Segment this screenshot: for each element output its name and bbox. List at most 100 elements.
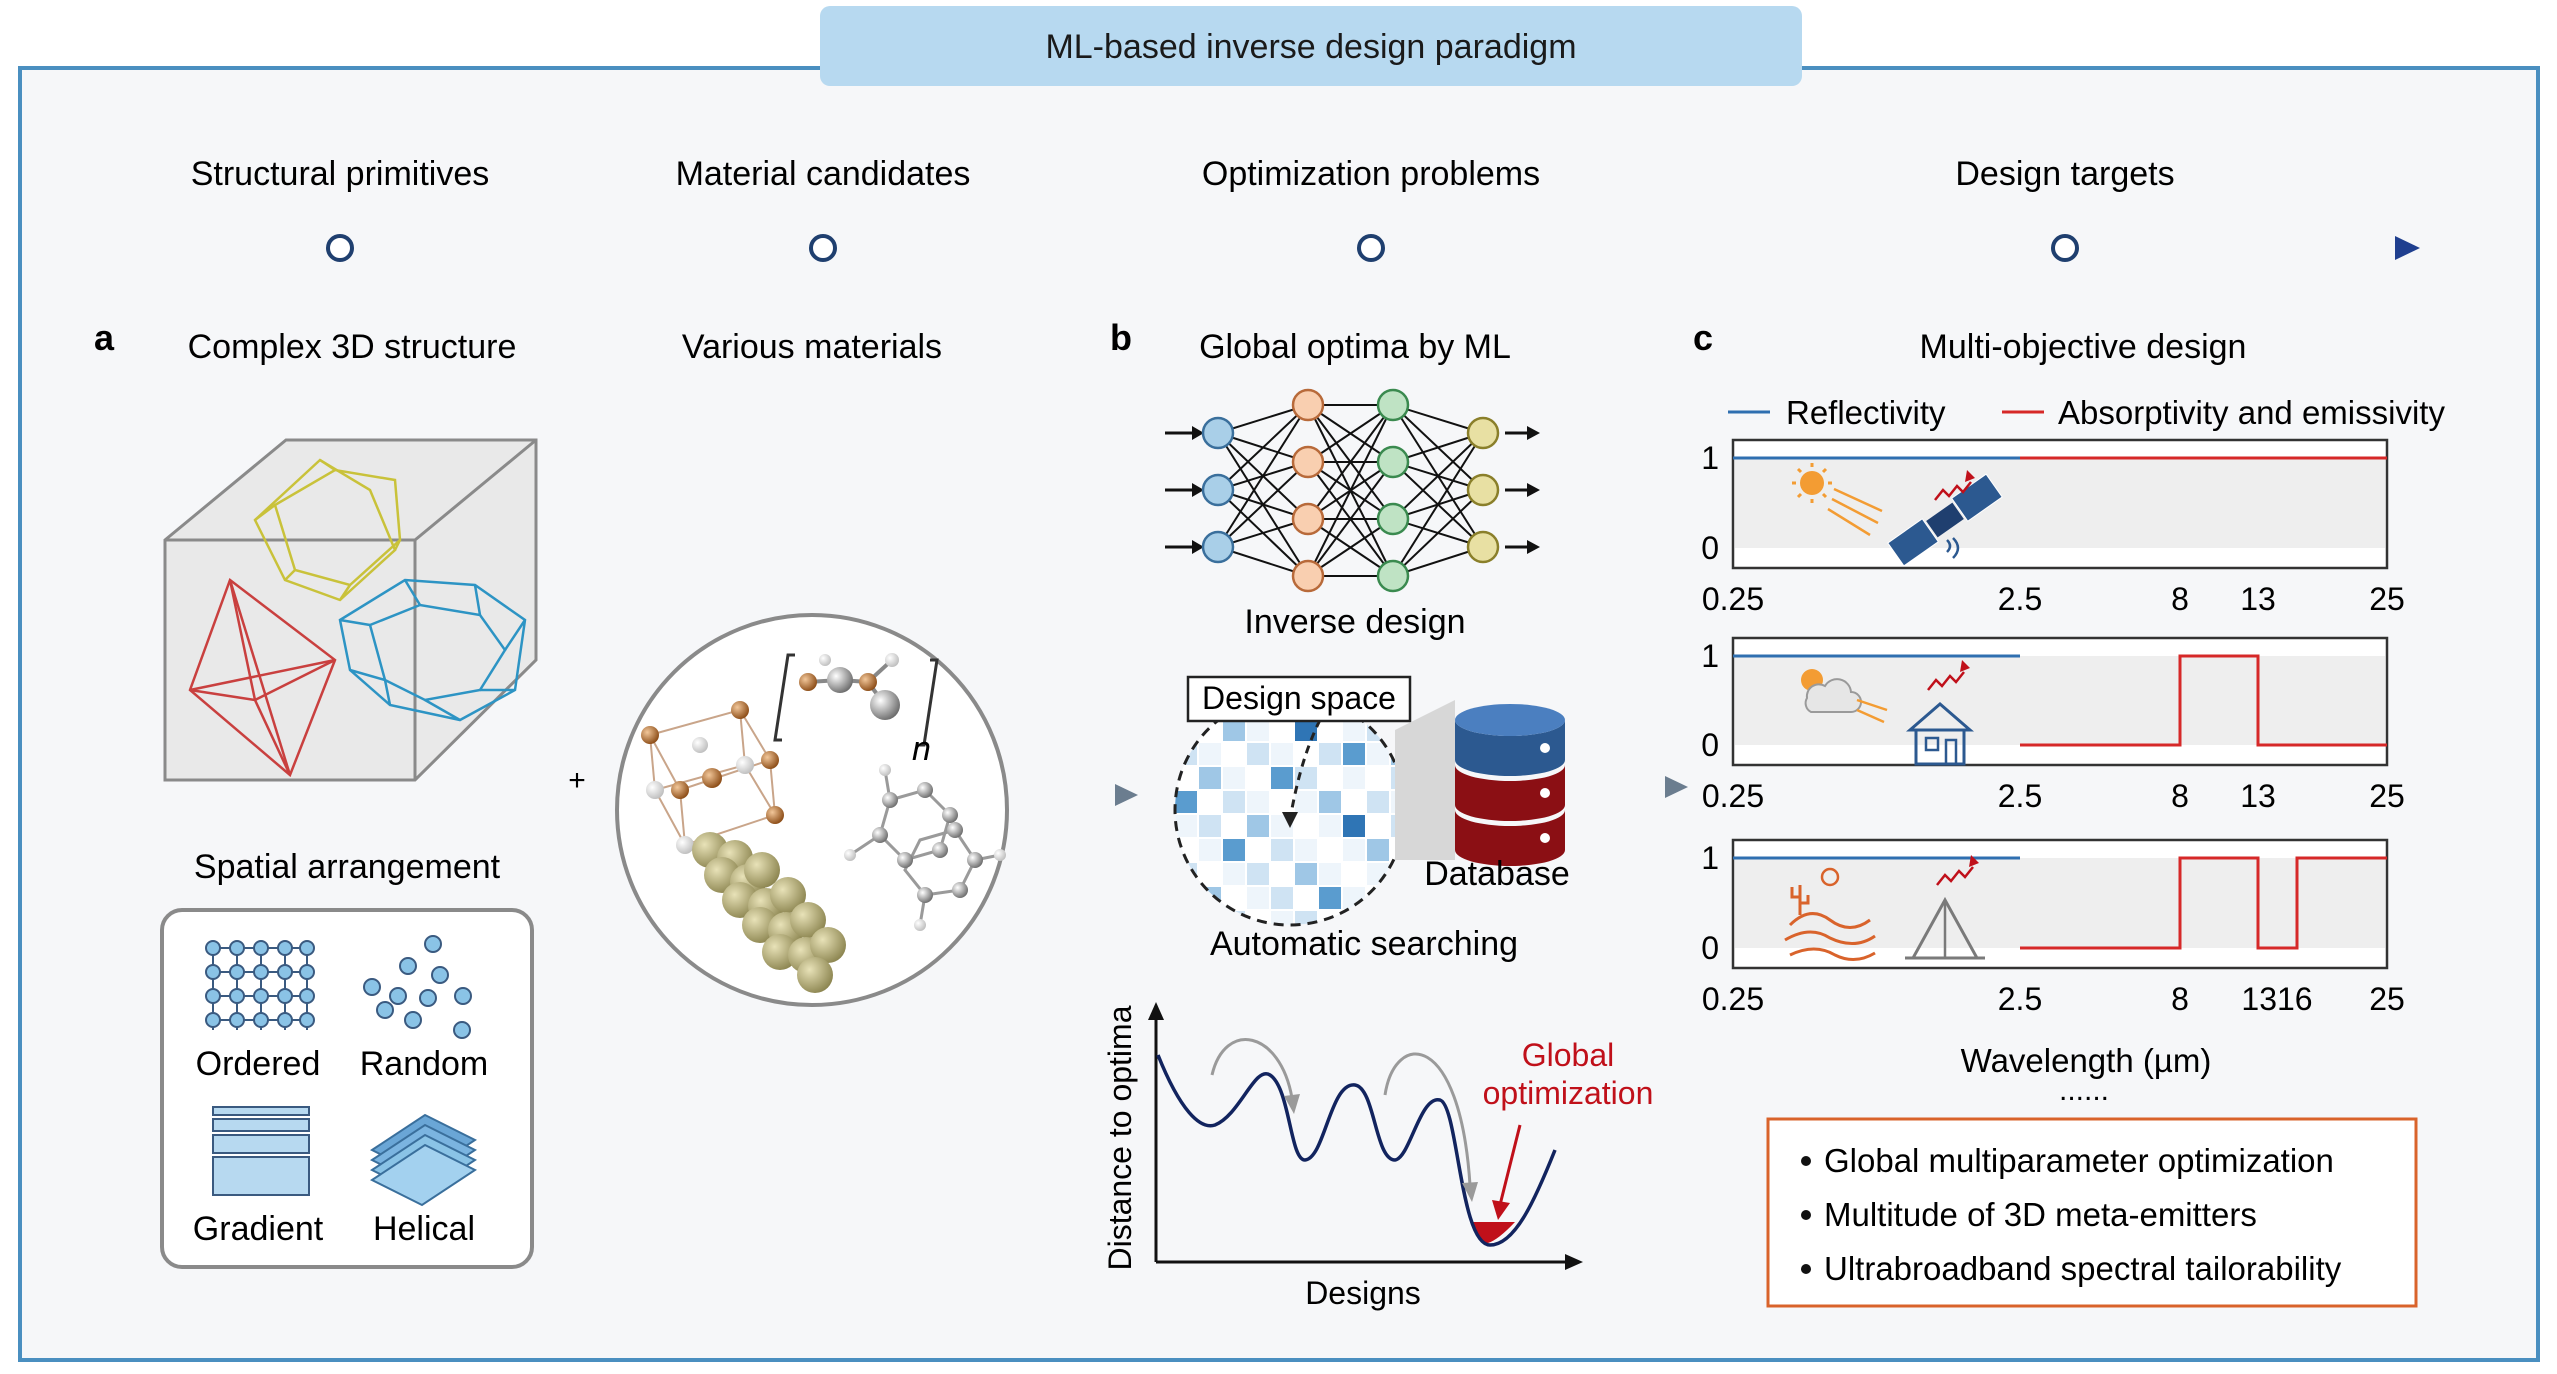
- x-tick-label: 1316: [2241, 981, 2312, 1017]
- design-space-label-box: [1186, 675, 1412, 723]
- header-title: ML-based inverse design paradigm: [1045, 28, 1576, 66]
- timeline-arrowhead: [2395, 236, 2420, 260]
- y-tick-label: 0: [1701, 530, 1719, 566]
- nn-node: [1376, 502, 1410, 536]
- satellite-icon: [1887, 470, 2003, 567]
- optimization-landscape: [1148, 1002, 1583, 1270]
- panel-letter-b: b: [1110, 317, 1132, 358]
- timeline-node: [1357, 234, 1385, 262]
- legend-reflectivity: Reflectivity: [1786, 394, 1946, 431]
- x-tick-label: 0.25: [1702, 778, 1764, 814]
- panel-letter-c: c: [1693, 317, 1713, 358]
- random-label: Random: [360, 1045, 489, 1083]
- nn-node: [1201, 530, 1235, 564]
- x-tick-label: 8: [2171, 778, 2189, 814]
- random-dots-icon: [363, 935, 472, 1039]
- multi-objective-title: Multi-objective design: [1920, 328, 2247, 366]
- nn-node: [1466, 530, 1500, 564]
- nn-node: [1291, 445, 1325, 479]
- global-annotation-line2: optimization: [1483, 1075, 1654, 1111]
- nn-node: [1466, 473, 1500, 507]
- bullet-item: Ultrabroadband spectral tailorability: [1824, 1250, 2342, 1287]
- bullet-dot: [1801, 1156, 1811, 1166]
- y-tick-label: 1: [1701, 638, 1719, 674]
- bullet-item: Global multiparameter optimization: [1824, 1142, 2334, 1179]
- helical-stack-icon: [370, 1113, 477, 1207]
- ml-title: Global optima by ML: [1199, 328, 1511, 366]
- x-tick-label: 13: [2240, 778, 2276, 814]
- ordered-grid-icon: [205, 940, 315, 1030]
- nn-node: [1201, 416, 1235, 450]
- landscape-xlabel: Designs: [1305, 1275, 1421, 1311]
- ordered-label: Ordered: [196, 1045, 321, 1083]
- x-tick-label: 8: [2171, 581, 2189, 617]
- global-annotation-line1: Global: [1522, 1037, 1615, 1073]
- polymer-subscript: n: [912, 730, 931, 768]
- gradient-layers-icon: [212, 1106, 310, 1196]
- nn-node: [1201, 473, 1235, 507]
- complex-3d-structure-illustration: [163, 438, 538, 782]
- red-bipyramid: [188, 577, 337, 778]
- nn-node: [1291, 388, 1325, 422]
- design-space-illustration: [1173, 693, 1407, 927]
- y-tick-label: 1: [1701, 440, 1719, 476]
- house-icon: [1905, 660, 1975, 766]
- sun-cloud-icon: [1801, 669, 1888, 724]
- x-tick-label: 8: [2171, 981, 2189, 1017]
- ellipsis: ......: [2059, 1074, 2109, 1107]
- x-tick-label: 25: [2369, 778, 2405, 814]
- y-tick-label: 1: [1701, 840, 1719, 876]
- tent-icon: [1905, 855, 1985, 960]
- flow-arrow: [1030, 784, 1138, 806]
- x-tick-label: 0.25: [1702, 981, 1764, 1017]
- helical-label: Helical: [373, 1210, 475, 1248]
- x-tick-label: 0.25: [1702, 581, 1764, 617]
- legend-absorptivity: Absorptivity and emissivity: [2058, 394, 2445, 431]
- plus-sign: +: [568, 764, 586, 797]
- x-tick-label: 25: [2369, 981, 2405, 1017]
- search-caption: Automatic searching: [1210, 925, 1518, 963]
- stage-label: Optimization problems: [1202, 155, 1540, 193]
- y-tick-label: 0: [1701, 727, 1719, 763]
- timeline: Structural primitives Material candidate…: [70, 155, 2420, 262]
- design-space-label: Design space: [1202, 680, 1396, 716]
- structure-title: Complex 3D structure: [188, 328, 517, 366]
- feature-bullet-box: [1766, 1117, 2418, 1308]
- wavelength-axis-label: Wavelength (µm): [1961, 1042, 2212, 1079]
- panel-letter-a: a: [94, 317, 115, 358]
- sun-icon: [1792, 463, 1883, 537]
- database-label: Database: [1424, 855, 1570, 893]
- x-tick-label: 25: [2369, 581, 2405, 617]
- timeline-node: [809, 234, 837, 262]
- x-tick-label: 2.5: [1998, 981, 2042, 1017]
- absorptivity-line: [2020, 856, 2387, 950]
- stage-label: Material candidates: [676, 155, 971, 193]
- bullet-dot: [1801, 1264, 1811, 1274]
- gradient-label: Gradient: [193, 1210, 324, 1248]
- spectrum-plot: 0 1 0.25 2.5 8 1316 25: [1701, 838, 2405, 1017]
- nn-node: [1466, 416, 1500, 450]
- bullet-dot: [1801, 1210, 1811, 1220]
- flow-arrow: [1590, 776, 1688, 798]
- timeline-node: [326, 234, 354, 262]
- spectrum-plot: 0 1 0.25 2.5 8 13 25: [1701, 438, 2405, 617]
- x-tick-label: 2.5: [1998, 581, 2042, 617]
- bullet-item: Multitude of 3D meta-emitters: [1824, 1196, 2257, 1233]
- blue-polyhedron: [338, 578, 527, 722]
- absorptivity-line: [2020, 654, 2387, 747]
- nn-node: [1376, 559, 1410, 593]
- y-tick-label: 0: [1701, 930, 1719, 966]
- neural-network-illustration: [1165, 388, 1540, 593]
- desert-icon: [1784, 867, 1876, 961]
- timeline-node: [2051, 234, 2079, 262]
- stage-label: Structural primitives: [191, 155, 490, 193]
- header-banner: [820, 6, 1802, 86]
- x-tick-label: 13: [2240, 581, 2276, 617]
- nn-caption: Inverse design: [1244, 603, 1465, 641]
- nn-node: [1291, 559, 1325, 593]
- stage-label: Design targets: [1955, 155, 2174, 193]
- database-icon: [1395, 700, 1565, 866]
- nn-node: [1291, 502, 1325, 536]
